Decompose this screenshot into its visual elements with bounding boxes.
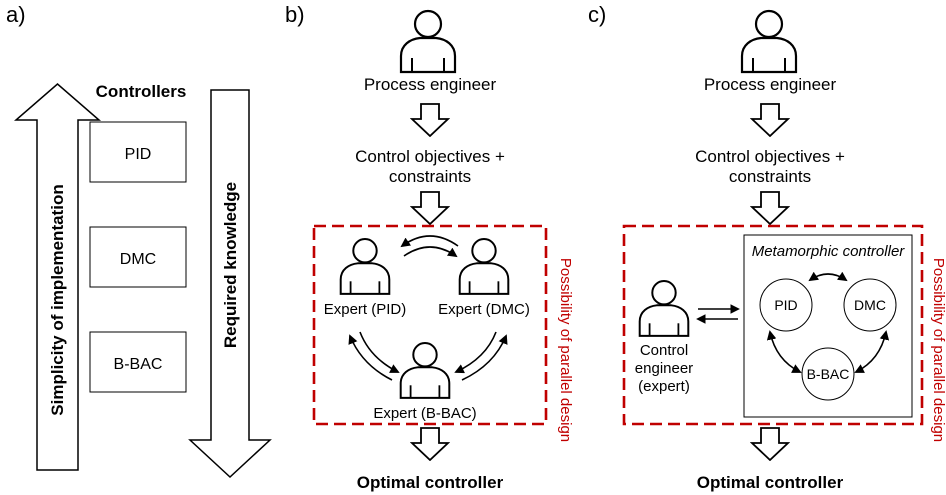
process-engineer-icon (740, 9, 798, 74)
panel-a: a) Simplicity of implementation Required… (6, 2, 272, 479)
objectives-line2: constraints (389, 167, 471, 186)
down-arrow-icon (751, 191, 789, 225)
parallel-design-label: Possibility of parallel design (557, 258, 574, 442)
exchange-arrow (403, 246, 458, 258)
process-engineer-label: Process engineer (364, 75, 497, 94)
expert-pid-label: Expert (PID) (324, 301, 407, 318)
expert-dmc-label: Expert (DMC) (438, 301, 530, 318)
controllers-title: Controllers (96, 82, 187, 101)
expert-bbac-icon (399, 342, 451, 399)
panel-b: b) Process engineer Control objectives +… (285, 2, 574, 492)
metamorphic-node-bbac-label: B-BAC (807, 366, 850, 382)
down-arrow-icon (751, 427, 789, 461)
exchange-arrow (461, 334, 508, 381)
exchange-arrow (454, 331, 497, 374)
objectives-line1: Control objectives + (695, 147, 845, 166)
metamorphic-node-bbac (801, 347, 855, 401)
metamorphic-node-dmc-label: DMC (854, 297, 886, 313)
control-engineer-line2: engineer (635, 360, 693, 377)
panel-c: c) Process engineer Control objectives +… (588, 2, 946, 492)
controller-box-dmc (89, 226, 187, 288)
controller-box-pid (89, 121, 187, 183)
down-arrow-icon (411, 103, 449, 137)
parallel-design-boundary (622, 224, 924, 426)
exchange-arrow (400, 235, 459, 248)
controller-box-bbac (89, 331, 187, 393)
knowledge-down-arrow (188, 89, 272, 479)
knowledge-label: Required knowledge (221, 182, 240, 348)
parallel-design-label: Possibility of parallel design (930, 258, 946, 442)
simplicity-label: Simplicity of implementation (48, 184, 67, 415)
controller-label-bbac: B-BAC (114, 356, 163, 373)
exchange-arrow (359, 331, 400, 373)
metamorphic-node-pid-label: PID (774, 297, 797, 313)
panel-b-label: b) (285, 2, 305, 27)
process-engineer-label: Process engineer (704, 75, 837, 94)
parallel-design-boundary (312, 224, 548, 426)
switch-arrow (854, 330, 890, 373)
control-engineer-line1: Control (640, 342, 688, 359)
process-engineer-icon (399, 9, 457, 74)
objectives-line2: constraints (729, 167, 811, 186)
simplicity-up-arrow (13, 83, 102, 471)
optimal-controller-label: Optimal controller (697, 473, 844, 492)
switch-arrow (766, 330, 802, 373)
optimal-controller-label: Optimal controller (357, 473, 504, 492)
objectives-line1: Control objectives + (355, 147, 505, 166)
down-arrow-icon (751, 103, 789, 137)
down-arrow-icon (411, 191, 449, 225)
expert-bbac-label: Expert (B-BAC) (373, 405, 476, 422)
controller-label-dmc: DMC (120, 251, 156, 268)
expert-dmc-icon (458, 238, 510, 295)
panel-a-label: a) (6, 2, 26, 27)
control-engineer-icon (638, 280, 690, 337)
controller-label-pid: PID (125, 146, 152, 163)
expert-pid-icon (339, 238, 391, 295)
control-engineer-line3: (expert) (638, 378, 690, 395)
metamorphic-controller-title: Metamorphic controller (752, 243, 906, 260)
down-arrow-icon (411, 427, 449, 461)
panel-c-label: c) (588, 2, 606, 27)
exchange-arrow (348, 334, 393, 381)
switch-arrow (808, 271, 848, 282)
